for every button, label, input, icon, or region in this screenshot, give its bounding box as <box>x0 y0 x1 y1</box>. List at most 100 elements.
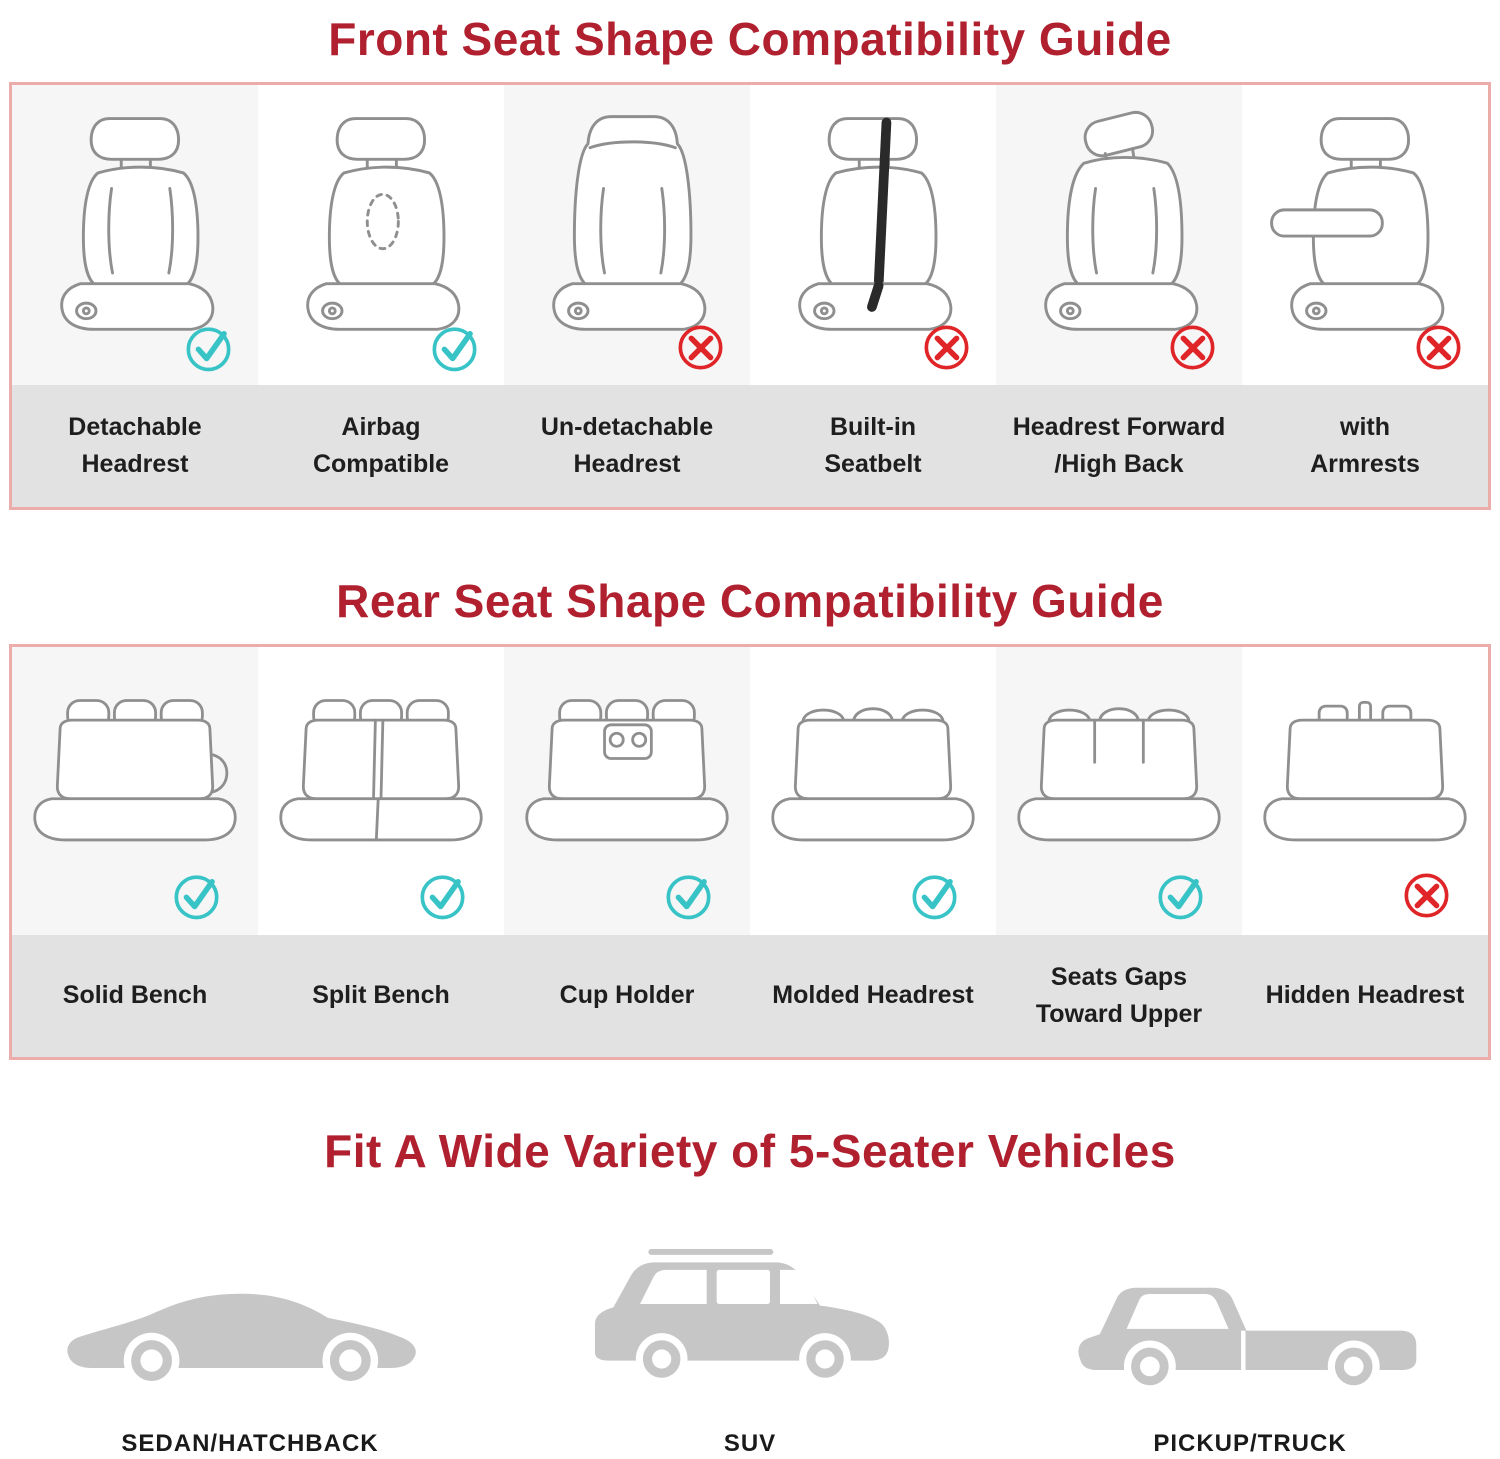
check-icon <box>420 875 465 920</box>
bench-molded-headrest-icon <box>771 707 975 842</box>
vehicle-sedan: SEDAN/HATCHBACK <box>0 1206 500 1458</box>
front-item-headrest-forward-high-back: Headrest Forward /High Back <box>996 85 1242 507</box>
item-label-line: Cup Holder <box>559 981 695 1010</box>
cross-icon <box>1416 325 1461 370</box>
item-label: Headrest Forward /High Back <box>996 385 1242 507</box>
seat-illustration-area <box>12 85 258 385</box>
vehicle-suv: SUV <box>500 1206 1000 1458</box>
bench-solid-icon <box>33 699 237 842</box>
check-icon <box>912 875 957 920</box>
item-label: Hidden Headrest <box>1242 935 1488 1057</box>
bench-split-icon <box>279 699 483 842</box>
item-label-line: Seats Gaps <box>1050 962 1188 991</box>
seat-with-armrests-icon <box>1270 117 1445 331</box>
item-label-line: Solid Bench <box>62 981 208 1010</box>
front-guide-title: Front Seat Shape Compatibility Guide <box>328 13 1172 65</box>
vehicle-illustration-area <box>575 1206 925 1404</box>
item-label: Un-detachable Headrest <box>504 385 750 507</box>
rear-item-hidden-headrest: Hidden Headrest <box>1242 647 1488 1057</box>
seat-illustration-area <box>1242 647 1488 935</box>
item-label-line: Hidden Headrest <box>1265 981 1465 1010</box>
status-mark <box>1153 868 1208 923</box>
bench-cup-holder-icon <box>525 699 729 842</box>
status-mark <box>661 868 716 923</box>
item-label-line: Armrests <box>1310 450 1420 478</box>
status-mark <box>1165 320 1220 375</box>
seat-headrest-forward-icon <box>1044 110 1199 331</box>
seat-illustration-area <box>504 647 750 935</box>
status-mark <box>415 868 470 923</box>
bench-hidden-headrest-icon <box>1263 700 1467 842</box>
item-label-line: Seatbelt <box>824 450 922 478</box>
seat-illustration-area <box>1242 85 1488 385</box>
status-mark <box>427 320 482 375</box>
item-label-line: Toward Upper <box>1035 1000 1203 1028</box>
check-icon <box>1158 875 1203 920</box>
item-label: Detachable Headrest <box>12 385 258 507</box>
item-label: Airbag Compatible <box>258 385 504 507</box>
seat-detachable-headrest-icon <box>60 117 215 331</box>
item-label: Solid Bench <box>12 935 258 1057</box>
item-label: with Armrests <box>1242 385 1488 507</box>
vehicle-label: SEDAN/HATCHBACK <box>121 1430 379 1457</box>
vehicle-illustration-area <box>55 1206 445 1404</box>
item-label: Built-in Seatbelt <box>750 385 996 507</box>
front-item-detachable-headrest: Detachable Headrest <box>12 85 258 507</box>
seat-illustration-area <box>258 647 504 935</box>
status-mark <box>919 320 974 375</box>
item-label-line: Headrest <box>81 450 189 478</box>
item-label-line: Airbag <box>341 412 421 441</box>
item-label-line: Headrest <box>573 450 681 478</box>
rear-item-cup-holder: Cup Holder <box>504 647 750 1057</box>
seat-builtin-seatbelt-icon <box>798 117 953 331</box>
suv-silhouette-icon <box>595 1249 889 1385</box>
item-label-line: Built-in <box>829 412 917 441</box>
check-icon <box>666 875 711 920</box>
item-label: Split Bench <box>258 935 504 1057</box>
status-mark <box>1411 320 1466 375</box>
vehicle-illustration-area <box>1055 1206 1445 1404</box>
status-mark <box>907 868 962 923</box>
item-label-line: Headrest Forward <box>1012 412 1226 441</box>
rear-item-molded-headrest: Molded Headrest <box>750 647 996 1057</box>
front-item-undetachable-headrest: Un-detachable Headrest <box>504 85 750 507</box>
seat-illustration-area <box>750 647 996 935</box>
pickup-silhouette-icon <box>1078 1287 1417 1393</box>
cross-icon <box>1170 325 1215 370</box>
vehicles-title: Fit A Wide Variety of 5-Seater Vehicles <box>324 1125 1176 1177</box>
cross-icon <box>678 325 723 370</box>
item-label: Cup Holder <box>504 935 750 1057</box>
seat-illustration-area <box>258 85 504 385</box>
seat-illustration-area <box>750 85 996 385</box>
rear-item-seats-gaps-toward-upper: Seats Gaps Toward Upper <box>996 647 1242 1057</box>
rear-guide-panel: Solid Bench Split Bench <box>9 644 1491 1060</box>
item-label: Molded Headrest <box>750 935 996 1057</box>
vehicle-pickup: PICKUP/TRUCK <box>1000 1206 1500 1458</box>
item-label-line: Detachable <box>68 412 202 441</box>
front-item-with-armrests: with Armrests <box>1242 85 1488 507</box>
seat-illustration-area <box>996 85 1242 385</box>
rear-item-solid-bench: Solid Bench <box>12 647 258 1057</box>
check-icon <box>186 327 231 372</box>
seat-illustration-area <box>504 85 750 385</box>
cross-icon <box>1404 873 1449 918</box>
bench-seats-gaps-icon <box>1017 707 1221 842</box>
vehicle-label: SUV <box>723 1430 777 1457</box>
check-icon <box>432 327 477 372</box>
status-mark <box>181 320 236 375</box>
item-label-line: with <box>1340 412 1390 441</box>
item-label: Seats Gaps Toward Upper <box>996 935 1242 1057</box>
sedan-silhouette-icon <box>67 1293 416 1389</box>
status-mark <box>1399 868 1454 923</box>
front-item-builtin-seatbelt: Built-in Seatbelt <box>750 85 996 507</box>
rear-guide-title: Rear Seat Shape Compatibility Guide <box>336 575 1164 627</box>
status-mark <box>169 868 224 923</box>
seat-airbag-compatible-icon <box>306 117 461 331</box>
item-label-line: Un-detachable <box>540 412 714 441</box>
seat-illustration-area <box>12 647 258 935</box>
status-mark <box>673 320 728 375</box>
vehicle-label: PICKUP/TRUCK <box>1153 1430 1347 1457</box>
seat-undetachable-headrest-icon <box>552 115 707 331</box>
vehicle-row: SEDAN/HATCHBACK SUV PI <box>0 1206 1500 1458</box>
check-icon <box>174 875 219 920</box>
